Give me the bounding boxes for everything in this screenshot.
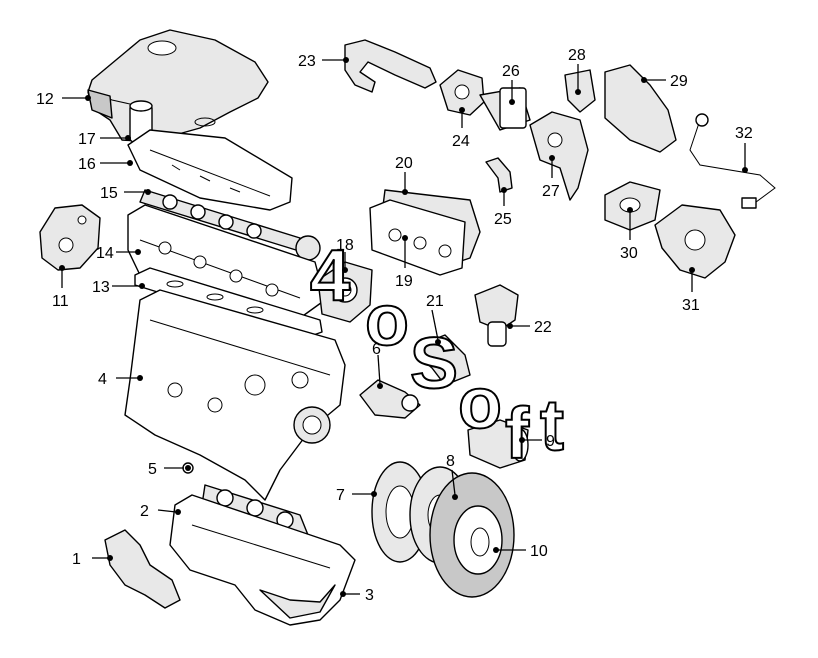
svg-text:3: 3 xyxy=(365,587,374,604)
callout-1[interactable]: 1 xyxy=(72,551,113,568)
callout-2[interactable]: 2 xyxy=(140,503,181,520)
callout-5[interactable]: 5 xyxy=(148,461,191,478)
callout-8[interactable]: 8 xyxy=(446,453,458,500)
part-31-water-pump[interactable] xyxy=(654,204,736,279)
callout-26[interactable]: 26 xyxy=(502,63,520,105)
svg-text:8: 8 xyxy=(446,453,455,470)
part-14-cylinder-head[interactable] xyxy=(127,204,326,326)
callout-15[interactable]: 15 xyxy=(100,185,151,202)
callout-17[interactable]: 17 xyxy=(78,131,131,148)
part-25-small-hose[interactable] xyxy=(485,157,513,193)
part-21-coolant-hose[interactable] xyxy=(419,334,471,386)
part-4-cylinder-block[interactable] xyxy=(124,289,346,501)
part-1-oil-pickup[interactable] xyxy=(104,529,181,609)
callout-19[interactable]: 19 xyxy=(395,235,413,290)
svg-text:27: 27 xyxy=(542,183,560,200)
part-19-manifold-gasket[interactable] xyxy=(369,199,466,276)
watermark-char-6: t xyxy=(540,386,564,466)
watermark-char-3: S xyxy=(410,324,458,404)
part-3-oil-pan[interactable] xyxy=(169,494,356,626)
callout-20[interactable]: 20 xyxy=(395,155,413,195)
svg-text:23: 23 xyxy=(298,53,316,70)
svg-text:9: 9 xyxy=(546,433,555,450)
svg-text:5: 5 xyxy=(148,461,157,478)
part-29-heat-shield[interactable] xyxy=(604,64,677,153)
callout-12[interactable]: 12 xyxy=(36,91,91,108)
svg-text:29: 29 xyxy=(670,73,688,90)
watermark-char-2: o xyxy=(365,281,409,361)
callout-32[interactable]: 32 xyxy=(735,125,753,173)
watermark-char-1: 4 xyxy=(310,236,350,316)
svg-text:16: 16 xyxy=(78,156,96,173)
callout-9[interactable]: 9 xyxy=(519,433,555,450)
part-18-throttle-body[interactable] xyxy=(317,261,373,323)
callout-22[interactable]: 22 xyxy=(507,319,552,336)
svg-text:4: 4 xyxy=(98,371,107,388)
callout-3[interactable]: 3 xyxy=(340,587,374,604)
svg-text:20: 20 xyxy=(395,155,413,172)
callout-31[interactable]: 31 xyxy=(682,267,700,314)
part-27-egr-valve[interactable] xyxy=(529,111,589,201)
callouts: 1 2 3 4 5 6 7 8 xyxy=(36,47,753,604)
callout-25[interactable]: 25 xyxy=(494,187,512,228)
part-11-engine-mount[interactable] xyxy=(39,204,101,271)
part-26-egr-pipe[interactable] xyxy=(479,87,531,131)
callout-21[interactable]: 21 xyxy=(426,293,444,345)
svg-text:31: 31 xyxy=(682,297,700,314)
svg-text:21: 21 xyxy=(426,293,444,310)
callout-23[interactable]: 23 xyxy=(298,53,349,70)
callout-4[interactable]: 4 xyxy=(98,371,143,388)
callout-6[interactable]: 6 xyxy=(372,341,383,389)
part-24-thermostat-housing[interactable] xyxy=(439,69,485,116)
svg-text:22: 22 xyxy=(534,319,552,336)
callout-16[interactable]: 16 xyxy=(78,156,133,173)
svg-text:13: 13 xyxy=(92,279,110,296)
watermark: 4 o S o f t xyxy=(309,235,565,475)
part-16-valve-cover[interactable] xyxy=(127,129,293,211)
callout-13[interactable]: 13 xyxy=(92,279,145,296)
part-12-engine-cover[interactable] xyxy=(87,29,269,143)
callout-18[interactable]: 18 xyxy=(336,237,354,273)
watermark-char-5: f xyxy=(505,394,530,474)
svg-text:14: 14 xyxy=(96,245,114,262)
svg-text:24: 24 xyxy=(452,133,470,150)
svg-text:17: 17 xyxy=(78,131,96,148)
callout-30[interactable]: 30 xyxy=(620,207,638,262)
part-23-hose[interactable] xyxy=(344,39,437,93)
watermark-char-4: o xyxy=(458,364,502,444)
svg-text:12: 12 xyxy=(36,91,54,108)
part-30-water-pipe[interactable] xyxy=(604,181,661,231)
callout-28[interactable]: 28 xyxy=(568,47,586,95)
callout-24[interactable]: 24 xyxy=(452,107,470,150)
part-10-pressure-plate[interactable] xyxy=(429,472,515,598)
callout-14[interactable]: 14 xyxy=(96,245,141,262)
svg-text:28: 28 xyxy=(568,47,586,64)
part-13-head-gasket[interactable] xyxy=(134,267,323,339)
svg-text:10: 10 xyxy=(530,543,548,560)
svg-text:26: 26 xyxy=(502,63,520,80)
svg-text:32: 32 xyxy=(735,125,753,142)
part-6-oil-pump[interactable] xyxy=(359,379,421,419)
svg-text:30: 30 xyxy=(620,245,638,262)
svg-text:11: 11 xyxy=(52,293,69,310)
part-32-dipstick-tube[interactable] xyxy=(689,113,776,209)
callout-29[interactable]: 29 xyxy=(641,73,688,90)
part-22-oil-filter-housing[interactable] xyxy=(474,284,519,347)
svg-text:2: 2 xyxy=(140,503,149,520)
svg-text:15: 15 xyxy=(100,185,118,202)
callout-10[interactable]: 10 xyxy=(493,543,548,560)
svg-text:19: 19 xyxy=(395,273,413,290)
svg-text:25: 25 xyxy=(494,211,512,228)
svg-text:7: 7 xyxy=(336,487,345,504)
svg-text:1: 1 xyxy=(72,551,81,568)
callout-7[interactable]: 7 xyxy=(336,487,377,504)
callout-27[interactable]: 27 xyxy=(542,155,560,200)
part-15-camshaft[interactable] xyxy=(139,189,321,261)
svg-text:18: 18 xyxy=(336,237,354,254)
part-9-starter-motor[interactable] xyxy=(467,419,529,469)
callout-11[interactable]: 11 xyxy=(52,265,69,310)
svg-text:6: 6 xyxy=(372,341,381,358)
